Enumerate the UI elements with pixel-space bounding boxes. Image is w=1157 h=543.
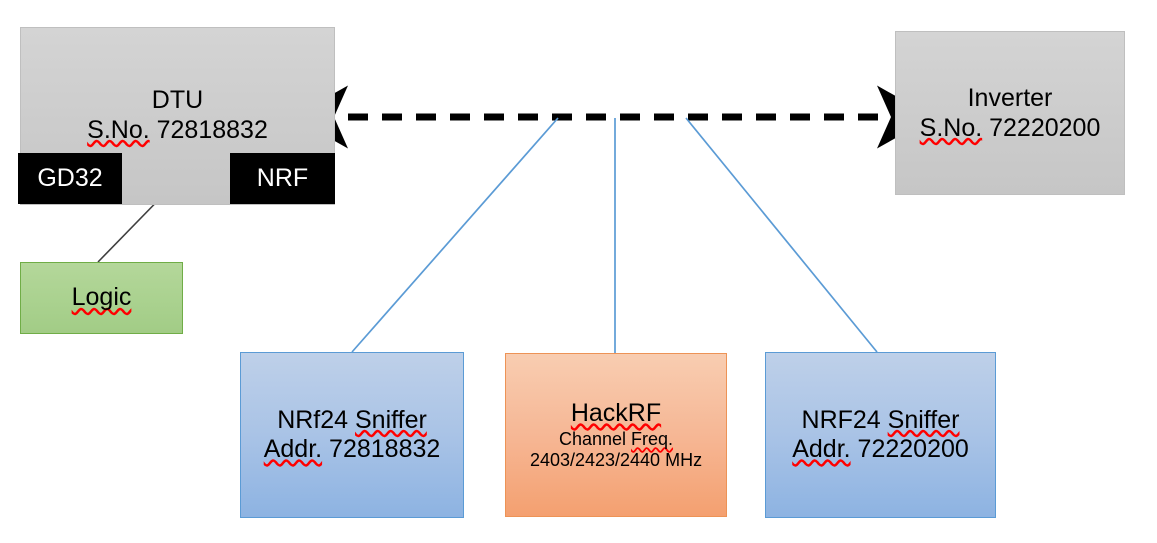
- sniffer-left-label: NRf24 Sniffer: [277, 406, 427, 436]
- inverter-serial-prefix: S.No.: [919, 113, 983, 142]
- sniffer-left-addr: Addr. 72818832: [264, 435, 441, 465]
- sniffer-left-label-prefix: NRf24: [277, 405, 355, 434]
- inverter-serial: S.No. 72220200: [920, 114, 1101, 144]
- sniffer-right-tap: [685, 117, 878, 353]
- sniffer-right-label-prefix: NRF24: [801, 405, 888, 434]
- hackrf-node[interactable]: HackRF Channel Freq. 2403/2423/2440 MHz: [505, 353, 727, 517]
- sniffer-left-addr-prefix: Addr.: [263, 435, 323, 463]
- hackrf-channel-caption-word: Freq.: [631, 428, 674, 449]
- dtu-label: DTU: [151, 86, 204, 114]
- sniffer-right-label: NRF24 Sniffer: [802, 406, 960, 436]
- dtu-serial: S.No. 72818832: [87, 116, 268, 146]
- nrf-node[interactable]: NRF: [230, 153, 335, 204]
- sniffer-left-tap: [351, 117, 559, 353]
- dtu-serial-number: 72818832: [156, 115, 268, 144]
- sniffer-left-addr-value: 72818832: [329, 435, 441, 463]
- hackrf-label: HackRF: [570, 399, 662, 428]
- sniffer-right-addr-value: 72220200: [857, 435, 969, 463]
- inverter-serial-number: 72220200: [989, 113, 1101, 142]
- logic-label: Logic: [71, 283, 132, 312]
- gd32-node[interactable]: GD32: [18, 153, 122, 204]
- gd32-label: GD32: [37, 163, 103, 192]
- logic-node[interactable]: Logic: [20, 262, 183, 334]
- inverter-label: Inverter: [967, 84, 1053, 112]
- sniffer-right-label-word: Sniffer: [887, 405, 960, 434]
- sniffer-right-addr: Addr. 72220200: [792, 435, 969, 465]
- sniffer-left-label-word: Sniffer: [355, 405, 427, 434]
- hackrf-channel-caption-prefix: Channel: [558, 428, 632, 449]
- hackrf-channel-caption: Channel Freq.: [559, 429, 673, 450]
- hackrf-frequencies: 2403/2423/2440 MHz: [529, 449, 703, 470]
- sniffer-left-node[interactable]: NRf24 Sniffer Addr. 72818832: [240, 352, 464, 518]
- sniffer-right-addr-prefix: Addr.: [792, 435, 851, 463]
- dtu-serial-prefix: S.No.: [87, 115, 150, 144]
- inverter-node[interactable]: Inverter S.No. 72220200: [895, 31, 1125, 195]
- nrf-label: NRF: [256, 163, 309, 192]
- sniffer-right-node[interactable]: NRF24 Sniffer Addr. 72220200: [765, 352, 996, 518]
